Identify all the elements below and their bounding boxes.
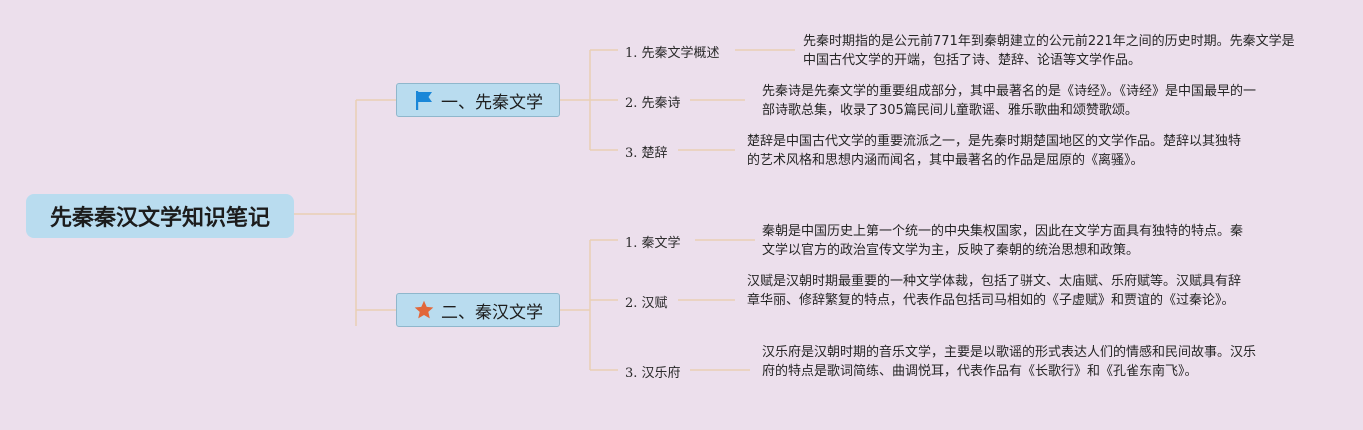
topic-pre-qin-overview[interactable]: 1. 先秦文学概述 xyxy=(625,46,720,61)
branch-node-qin-han[interactable]: 二、秦汉文学 xyxy=(396,293,560,327)
branch-node-pre-qin[interactable]: 一、先秦文学 xyxy=(396,83,560,117)
desc-qin-literature: 秦朝是中国历史上第一个统一的中央集权国家，因此在文学方面具有独特的特点。秦文学以… xyxy=(762,224,1244,258)
desc-pre-qin-overview: 先秦时期指的是公元前771年到秦朝建立的公元前221年之间的历史时期。先秦文学是… xyxy=(803,34,1295,68)
root-title: 先秦秦汉文学知识笔记 xyxy=(49,206,270,231)
flag-icon xyxy=(413,89,435,111)
branch-label: 一、先秦文学 xyxy=(441,92,543,113)
branch-label: 二、秦汉文学 xyxy=(441,302,543,323)
topic-han-fu[interactable]: 2. 汉赋 xyxy=(625,296,668,311)
star-icon xyxy=(413,299,435,321)
topic-chu-ci[interactable]: 3. 楚辞 xyxy=(625,146,668,161)
topic-qin-literature[interactable]: 1. 秦文学 xyxy=(625,236,681,251)
desc-pre-qin-poetry: 先秦诗是先秦文学的重要组成部分，其中最著名的是《诗经》。《诗经》是中国最早的一部… xyxy=(762,84,1257,118)
desc-han-yuefu: 汉乐府是汉朝时期的音乐文学，主要是以歌谣的形式表达人们的情感和民间故事。汉乐府的… xyxy=(762,345,1257,379)
topic-pre-qin-poetry[interactable]: 2. 先秦诗 xyxy=(625,96,681,111)
desc-chu-ci: 楚辞是中国古代文学的重要流派之一，是先秦时期楚国地区的文学作品。楚辞以其独特的艺… xyxy=(747,134,1242,168)
topic-han-yuefu[interactable]: 3. 汉乐府 xyxy=(625,366,681,381)
root-node[interactable]: 先秦秦汉文学知识笔记 xyxy=(26,194,294,238)
desc-han-fu: 汉赋是汉朝时期最重要的一种文学体裁，包括了骈文、太庙赋、乐府赋等。汉赋具有辞章华… xyxy=(747,274,1242,308)
